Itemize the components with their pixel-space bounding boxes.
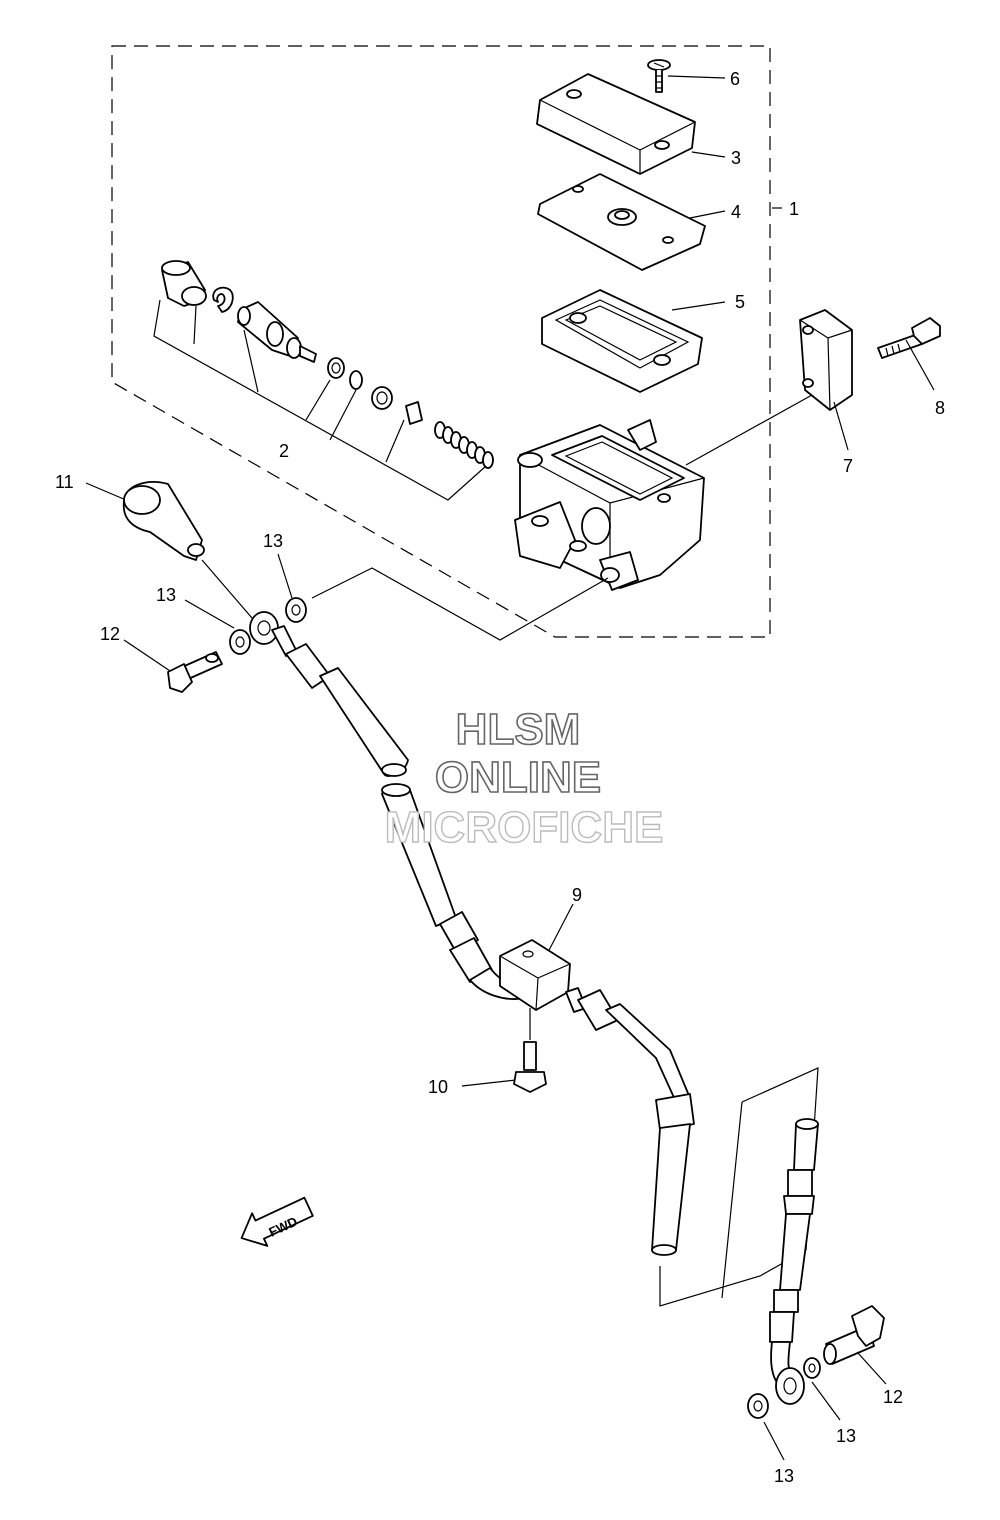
watermark-line-1: HLSM — [456, 705, 581, 754]
part-8-bolt — [877, 317, 941, 359]
leader-lines — [85, 75, 935, 1461]
part-10-bolt — [513, 1008, 547, 1093]
callout-labels: 1 2 3 4 5 6 7 8 9 10 11 12 12 13 13 13 1… — [55, 69, 945, 1486]
part-3-cap — [536, 73, 696, 175]
brake-hose-middle — [381, 783, 527, 1000]
callout-12-lower: 12 — [883, 1387, 903, 1407]
callout-3: 3 — [731, 148, 741, 168]
callout-7: 7 — [843, 456, 853, 476]
callout-13-upper-left: 13 — [156, 585, 176, 605]
callout-5: 5 — [735, 292, 745, 312]
callout-6: 6 — [730, 69, 740, 89]
part-5-gasket — [541, 289, 703, 393]
callout-12-upper: 12 — [100, 624, 120, 644]
part-4-plate — [537, 173, 706, 271]
part-6-screw — [647, 59, 671, 93]
part-11-cover — [122, 481, 253, 619]
assembly-boundary — [111, 45, 771, 638]
break-connector-left — [721, 1101, 743, 1299]
master-cylinder-body — [514, 419, 705, 591]
callout-2: 2 — [279, 441, 289, 461]
callout-8: 8 — [935, 398, 945, 418]
brake-hose-upper — [271, 625, 409, 777]
brake-hose-bottom — [769, 1118, 819, 1405]
callout-13-lower-left: 13 — [774, 1466, 794, 1486]
brake-hose-lower — [565, 987, 695, 1256]
watermark: HLSM ONLINE MICROFICHE — [384, 704, 664, 853]
part-2-piston-kit — [153, 260, 494, 501]
callout-11: 11 — [55, 472, 74, 492]
forward-direction-arrow: FWD — [240, 1196, 314, 1247]
callout-9: 9 — [572, 885, 582, 905]
upper-union-fittings — [167, 597, 307, 693]
callout-13-upper-right: 13 — [263, 531, 283, 551]
lower-union-fittings — [747, 1305, 885, 1419]
watermark-line-3: MICROFICHE — [385, 803, 664, 852]
callout-13-lower-right: 13 — [836, 1426, 856, 1446]
watermark-line-2: ONLINE — [435, 753, 601, 802]
part-7-holder — [799, 309, 853, 411]
callout-4: 4 — [731, 202, 741, 222]
callout-10: 10 — [428, 1077, 448, 1097]
callout-1: 1 — [789, 199, 799, 219]
